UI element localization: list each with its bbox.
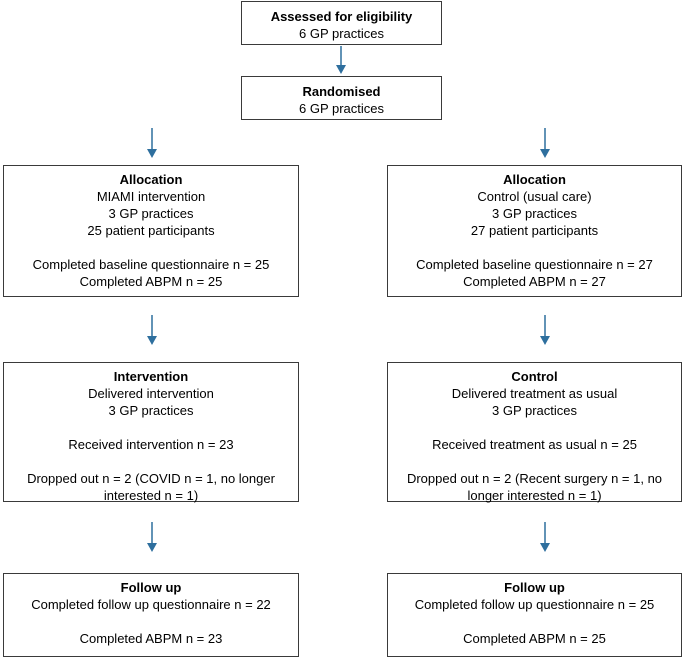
box-text: 3 GP practices: [108, 403, 194, 418]
followup-control-box: Follow up Completed follow up questionna…: [387, 573, 682, 657]
box-text: Completed baseline questionnaire n = 25: [32, 257, 270, 272]
arrow-down-icon: [335, 46, 347, 74]
arrow-down-icon: [539, 128, 551, 158]
box-text: Completed ABPM n = 27: [463, 274, 606, 289]
box-title: Control: [511, 369, 558, 384]
box-text: 3 GP practices: [108, 206, 194, 221]
box-text: 3 GP practices: [491, 206, 578, 221]
box-title: Randomised: [302, 84, 381, 99]
box-text: 3 GP practices: [491, 403, 578, 418]
box-title: Follow up: [120, 580, 182, 595]
box-text: Dropped out n = 2 (Recent surgery n = 1,…: [406, 471, 663, 486]
assessed-eligibility-box: Assessed for eligibility 6 GP practices: [241, 1, 442, 45]
box-text: Completed baseline questionnaire n = 27: [416, 257, 653, 272]
allocation-control-box: Allocation Control (usual care) 3 GP pra…: [387, 165, 682, 297]
box-text: 27 patient participants: [470, 223, 599, 238]
box-text: longer interested n = 1): [467, 488, 602, 503]
box-text: Received treatment as usual n = 25: [432, 437, 637, 452]
box-text: Completed follow up questionnaire n = 22: [31, 597, 271, 612]
arrow-down-icon: [146, 522, 158, 552]
followup-intervention-box: Follow up Completed follow up questionna…: [3, 573, 299, 657]
box-text: Completed follow up questionnaire n = 25: [414, 597, 655, 612]
arrow-down-icon: [146, 315, 158, 345]
box-text: Completed ABPM n = 23: [79, 631, 223, 646]
box-text: 6 GP practices: [298, 101, 385, 116]
box-title: Assessed for eligibility: [270, 9, 413, 24]
box-text: Completed ABPM n = 25: [463, 631, 606, 646]
box-text: Received intervention n = 23: [68, 437, 234, 452]
box-text: 6 GP practices: [298, 26, 385, 41]
arrow-down-icon: [146, 128, 158, 158]
arrow-down-icon: [539, 522, 551, 552]
randomised-box: Randomised 6 GP practices: [241, 76, 442, 120]
intervention-box: Intervention Delivered intervention 3 GP…: [3, 362, 299, 503]
box-text: Delivered treatment as usual: [451, 386, 618, 401]
box-text: Delivered intervention: [88, 386, 214, 401]
box-text: 25 patient participants: [87, 223, 215, 238]
box-title: Intervention: [113, 369, 189, 384]
box-text: Completed ABPM n = 25: [79, 274, 223, 289]
box-text: interested n = 1): [103, 488, 199, 503]
allocation-intervention-box: Allocation MIAMI intervention 3 GP pract…: [3, 165, 299, 297]
box-title: Follow up: [504, 580, 565, 595]
box-text: Dropped out n = 2 (COVID n = 1, no longe…: [27, 471, 275, 486]
box-text: Control (usual care): [477, 189, 592, 204]
arrow-down-icon: [539, 315, 551, 345]
box-title: Allocation: [503, 172, 566, 187]
control-box: Control Delivered treatment as usual 3 G…: [387, 362, 682, 503]
box-title: Allocation: [119, 172, 183, 187]
box-text: MIAMI intervention: [96, 189, 206, 204]
